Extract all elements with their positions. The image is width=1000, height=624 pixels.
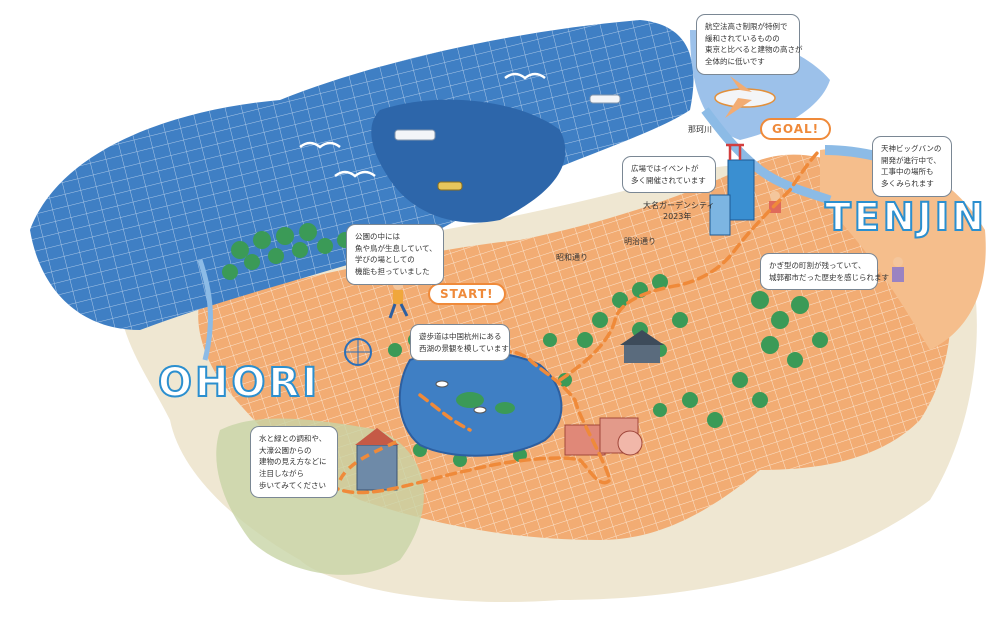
- trees-right: [653, 291, 828, 428]
- callout-tenjin-bigbang: 天神ビッグバンの 開発が進行中で、 工事中の場所も 多くみられます: [872, 136, 952, 197]
- ship-icon: [394, 94, 621, 191]
- nakagawa-river: [701, 107, 832, 205]
- tower-icon: [709, 159, 755, 236]
- area-label-ohori: OHORI: [157, 359, 321, 407]
- castle-icon: [620, 330, 664, 363]
- callout-west-lake: 遊歩道は中国杭州にある 西湖の景観を模しています: [410, 324, 510, 362]
- place-label-showa-dori: 昭和通り: [556, 253, 588, 262]
- callout-ohori-koen: 水と緑との調和や、 大濠公園からの 建物の見え方などに 注目しながら 歩いてみて…: [250, 426, 338, 499]
- callout-airport: 航空法高さ制限が特例で 緩和されているものの 東京と比べると建物の高さが 全体的…: [696, 14, 803, 75]
- callout-castle-town: かぎ型の町割が残っていて、 城郭都市だった歴史を感じられます: [760, 253, 889, 291]
- torii-icon: [726, 143, 744, 160]
- callout-plaza: 広場ではイベントが 多く開催されています: [622, 156, 716, 194]
- tenjin-area: [820, 148, 986, 350]
- place-label-meiji-dori: 明治通り: [624, 237, 656, 246]
- place-label-2023: 2023年: [663, 212, 692, 221]
- swan-boat-icon: [435, 380, 487, 414]
- museum-building: [564, 417, 643, 456]
- place-label-nakagawa: 那珂川: [688, 125, 712, 134]
- walking-route: [328, 148, 822, 495]
- area-label-tenjin: TENJIN: [824, 194, 987, 240]
- place-label-daimyo: 大名ガーデンシティ: [643, 201, 715, 210]
- goal-marker: GOAL!: [760, 118, 832, 140]
- start-marker: START!: [428, 283, 506, 305]
- ferris-wheel-icon: [344, 338, 372, 366]
- seagull-icon: [299, 72, 546, 178]
- callout-park-fish: 公園の中には 魚や鳥が生息していて、 学びの場としての 機能も担っていました: [346, 224, 444, 285]
- airplane-icon: [714, 76, 776, 118]
- person-icon: [769, 191, 904, 282]
